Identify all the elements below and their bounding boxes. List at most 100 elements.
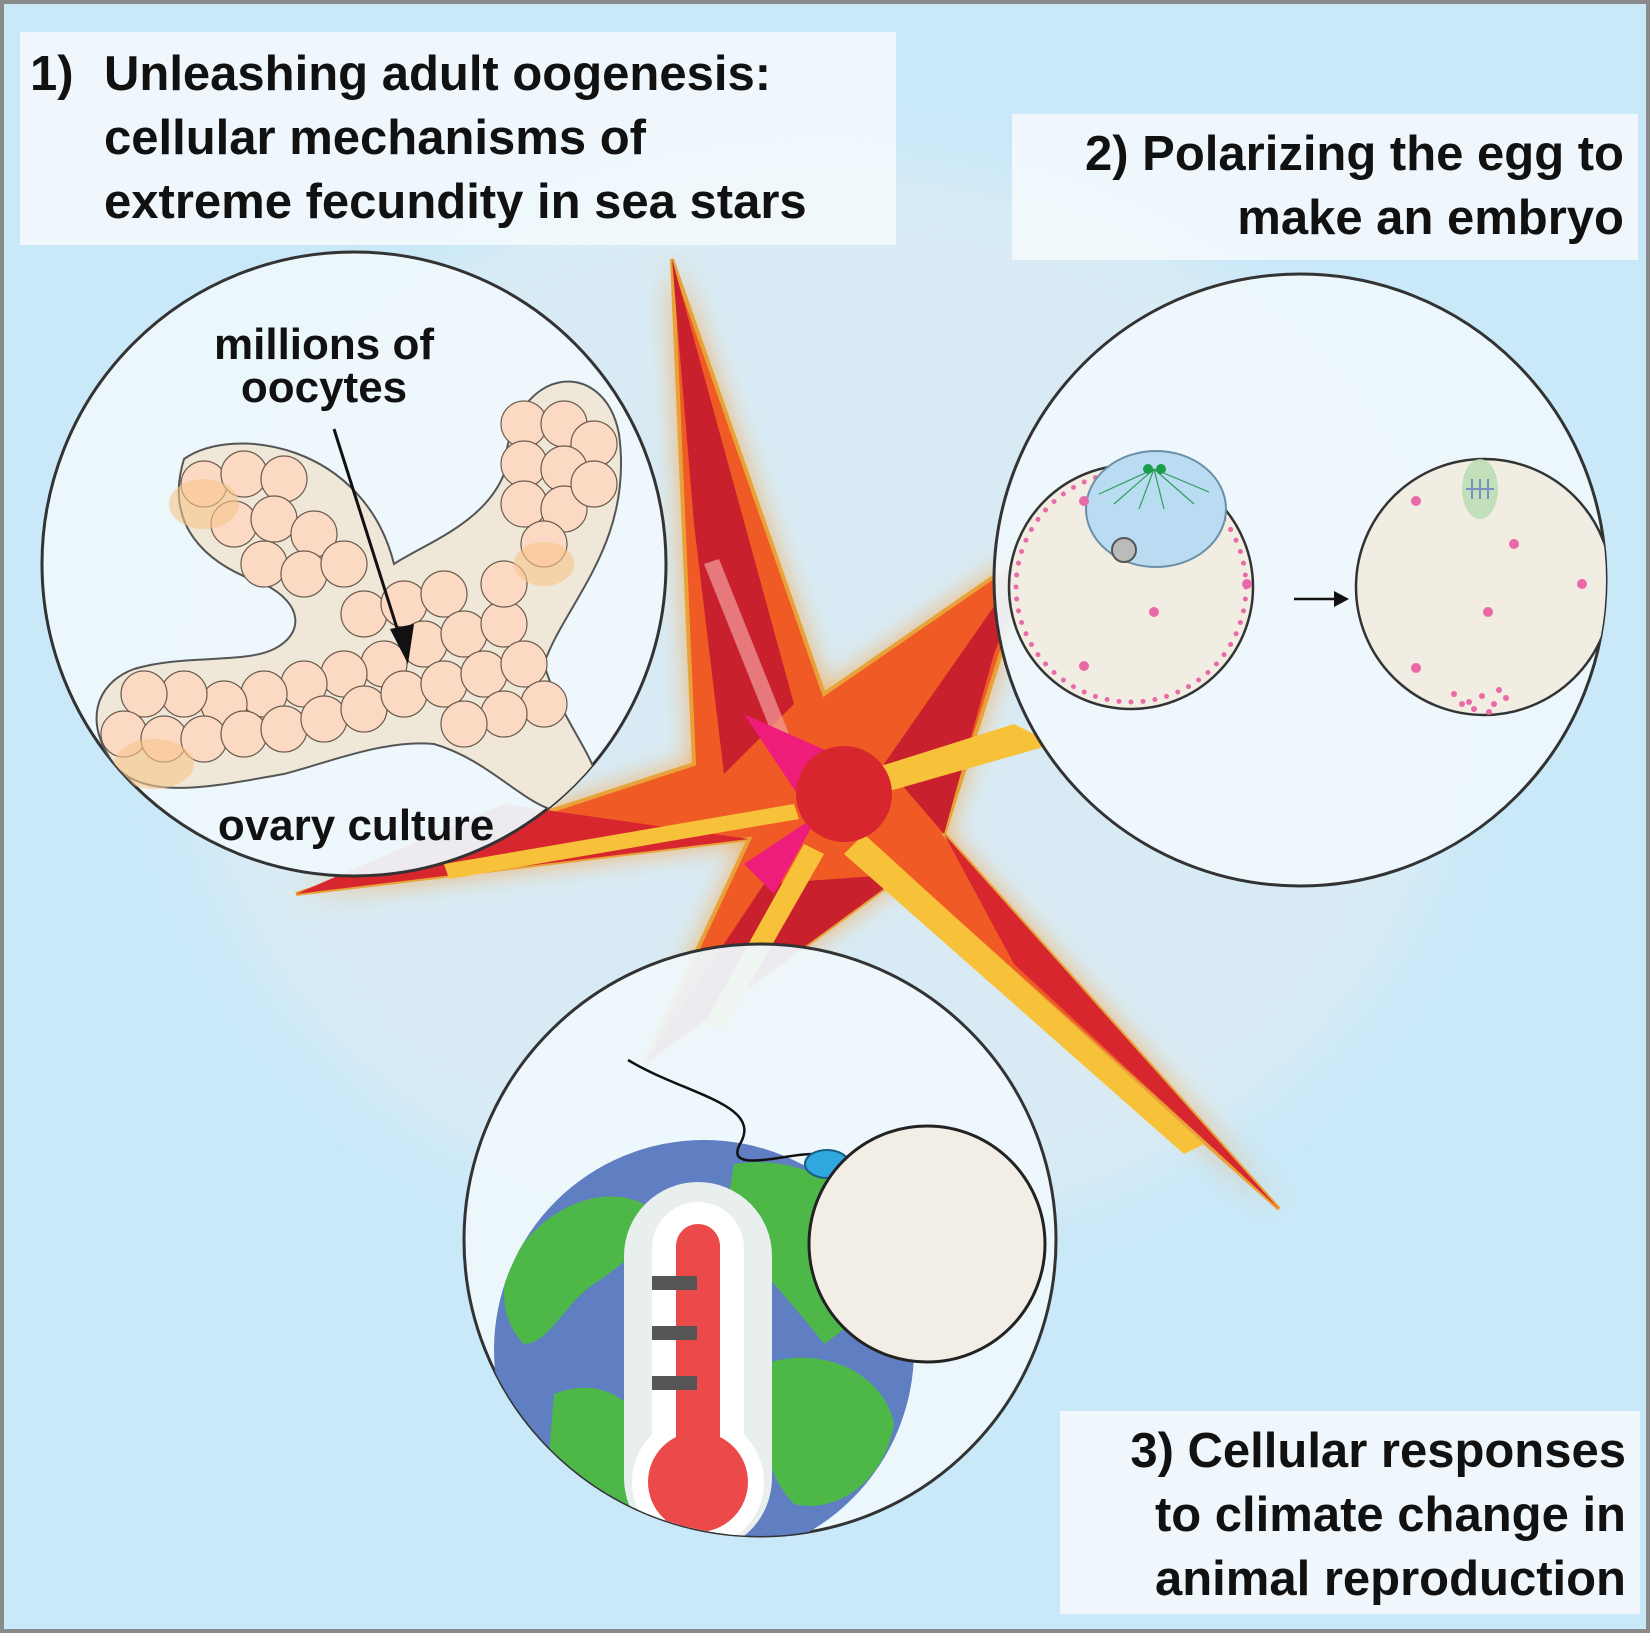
- cortical-granule: [1104, 696, 1110, 702]
- oocyte: [460, 650, 508, 698]
- cortical-granule: [1240, 608, 1246, 614]
- cortical-granule: [1023, 537, 1029, 543]
- cortical-granule: [1013, 584, 1019, 590]
- label-oocytes: oocytes: [241, 363, 407, 412]
- cortical-granule-ring: [1013, 469, 1249, 705]
- oocyte: [440, 700, 488, 748]
- starfish-groove-4: [444, 804, 799, 879]
- section-3-title: 3) Cellular responses to climate change …: [1060, 1411, 1640, 1614]
- section-2-line-2: make an embryo: [1237, 191, 1624, 245]
- cortical-granule: [1152, 696, 1158, 702]
- nucleolus: [1111, 537, 1137, 563]
- ovary-highlight-2: [514, 542, 574, 586]
- cortical-granule: [1233, 537, 1239, 543]
- cortical-granule: [1237, 548, 1243, 554]
- oocyte-pointer-line: [332, 428, 404, 645]
- starfish-center: [796, 746, 892, 842]
- cortical-granule: [1081, 689, 1087, 695]
- cortical-granule: [1060, 491, 1066, 497]
- oocyte: [500, 480, 548, 528]
- starfish: [295, 258, 1281, 1211]
- oocyte: [250, 495, 298, 543]
- section-1-line-2: cellular mechanisms of: [104, 111, 646, 165]
- label-millions-of: millions of: [214, 320, 434, 369]
- oocyte: [340, 590, 388, 638]
- cortical-granule: [1175, 689, 1181, 695]
- egg-granule-1: [1411, 496, 1421, 506]
- egg-polarization-panel: [992, 272, 1608, 888]
- cortical-granule: [1164, 693, 1170, 699]
- granule-c: [1149, 607, 1159, 617]
- oocyte: [160, 670, 208, 718]
- cortical-granule: [1213, 661, 1219, 667]
- cortical-granule: [1016, 608, 1022, 614]
- cortical-granule: [1071, 484, 1076, 490]
- section-1-line-1: Unleashing adult oogenesis:: [104, 47, 772, 101]
- cortical-granule: [1221, 652, 1227, 658]
- vegetal-granule: [1486, 709, 1492, 715]
- cortical-granule: [1128, 699, 1134, 705]
- cortical-granule: [1237, 620, 1243, 626]
- sperm-tail: [627, 1058, 813, 1162]
- cortical-granule: [1196, 677, 1202, 683]
- oocyte: [280, 550, 328, 598]
- cortical-granule: [1233, 631, 1239, 637]
- cortical-granule: [1051, 669, 1057, 675]
- oocyte: [340, 685, 388, 733]
- cortical-granule: [1081, 479, 1087, 485]
- oocyte: [300, 695, 348, 743]
- oocyte: [500, 400, 548, 448]
- oocyte: [320, 540, 368, 588]
- starfish-groove-5: [704, 559, 799, 764]
- section-3-line-3: animal reproduction: [1154, 1552, 1626, 1606]
- nucleus: [1085, 450, 1227, 568]
- egg-granule-2: [1509, 539, 1519, 549]
- oocyte: [380, 670, 428, 718]
- section-1-line-3: extreme fecundity in sea stars: [104, 175, 807, 229]
- cortical-granule: [1186, 684, 1191, 690]
- thermometer-bulb: [648, 1432, 748, 1532]
- section-2-line-1: 2) Polarizing the egg to: [1084, 127, 1624, 181]
- section-2-title: 2) Polarizing the egg to make an embryo: [1012, 114, 1638, 260]
- maturation-arrow-head: [1334, 591, 1349, 607]
- oocyte-cluster: [100, 400, 618, 763]
- cortical-granule: [1014, 572, 1020, 578]
- ovary-highlight-3: [114, 739, 194, 789]
- illustration: millions of oocytes ovary culture: [40, 164, 1608, 1538]
- egg-granule-3: [1577, 579, 1587, 589]
- cortical-granule: [1060, 677, 1066, 683]
- microtubule-aster: [1098, 468, 1210, 510]
- thermometer-tick-1: [652, 1276, 697, 1290]
- oocyte: [440, 610, 488, 658]
- cortical-granule: [1016, 560, 1022, 566]
- cortical-granule: [1043, 661, 1049, 667]
- cortical-granule: [1028, 642, 1034, 647]
- cortical-granule: [1116, 698, 1122, 704]
- cortical-granule: [1240, 560, 1246, 566]
- egg-granule-4: [1483, 607, 1493, 617]
- oocyte: [260, 455, 308, 503]
- ovary-panel: millions of oocytes ovary culture: [40, 250, 668, 878]
- starfish-arm-shade-1: [672, 259, 794, 774]
- cortical-granule: [1140, 698, 1146, 704]
- section-1-number: 1): [30, 47, 74, 101]
- thermometer-tick-2: [652, 1326, 697, 1340]
- oocyte: [240, 540, 288, 588]
- granule-b: [1242, 579, 1252, 589]
- cortical-granule: [1035, 652, 1041, 658]
- cortical-granule: [1242, 572, 1248, 578]
- cortical-granule: [1071, 684, 1076, 690]
- cortical-granule: [1028, 527, 1034, 532]
- granule-a: [1079, 496, 1089, 506]
- vegetal-granule: [1471, 706, 1477, 712]
- oocyte: [500, 440, 548, 488]
- vegetal-granule: [1491, 701, 1497, 707]
- cortical-granule: [1205, 669, 1211, 675]
- thermometer-tick-3: [652, 1376, 697, 1390]
- spindle-chromosomes: [1466, 479, 1494, 499]
- oocyte: [260, 705, 308, 753]
- oocyte: [480, 690, 528, 738]
- vegetal-granule: [1459, 701, 1465, 707]
- vegetal-granule: [1466, 699, 1472, 705]
- section-3-line-1: 3) Cellular responses: [1130, 1424, 1626, 1478]
